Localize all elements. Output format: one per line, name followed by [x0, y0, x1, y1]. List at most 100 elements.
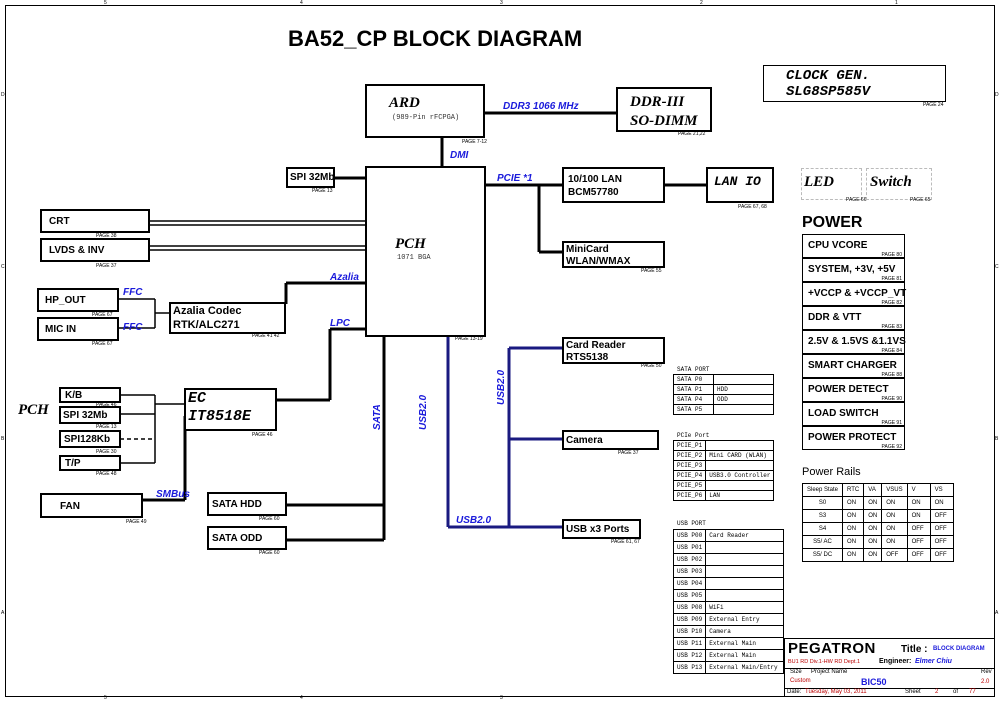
zone-row-d: D — [1, 92, 5, 98]
keyboard-page: PAGE 46 — [96, 402, 117, 408]
mic-in-box: MIC IN — [37, 317, 119, 341]
fan-label: FAN — [60, 501, 80, 512]
title-value: BLOCK DIAGRAM — [933, 646, 985, 652]
usb-ports-label: USB x3 Ports — [566, 524, 630, 535]
ec-spi-flash-label: SPI 32Mb — [63, 410, 108, 421]
crt-label: CRT — [49, 216, 70, 227]
power-heading: POWER — [802, 214, 863, 231]
switch-label: Switch — [870, 174, 912, 190]
clock-gen-line1: CLOCK GEN. — [786, 68, 871, 84]
mic-in-label: MIC IN — [45, 324, 77, 335]
project-label: Project Name — [811, 669, 848, 675]
engineer-value: Elmer Chiu — [915, 658, 952, 665]
sata-hdd-page: PAGE 60 — [259, 516, 280, 522]
minicard-line1: MiniCard — [566, 244, 609, 255]
title-block: PEGATRON Title : BLOCK DIAGRAM BU1 RD Di… — [784, 638, 995, 697]
crt-box: CRT — [40, 209, 150, 233]
table-row: USB P03 — [672, 565, 784, 578]
engineer-label: Engineer: — [879, 658, 912, 665]
cpu-ard-name: ARD — [389, 95, 420, 111]
card-reader-page: PAGE 50 — [641, 363, 662, 369]
table-row: PCIE_P5 — [672, 480, 775, 491]
hp-out-page: PAGE 67 — [92, 312, 113, 318]
zone-row-b: B — [1, 436, 5, 442]
zone-col-1: 1 — [895, 0, 898, 6]
led-label: LED — [804, 174, 834, 190]
camera-box: Camera — [562, 430, 659, 450]
zone-col-4-bottom: 4 — [300, 695, 303, 701]
table-row: SATA P0 — [673, 374, 774, 385]
ec-box: EC IT8518E — [184, 388, 277, 431]
ec-line1: EC — [188, 390, 207, 407]
zone-row-c: C — [1, 264, 5, 270]
spi-flash-label: SPI 32Mb — [290, 172, 335, 183]
sata-hdd-label: SATA HDD — [212, 499, 262, 510]
ddr-sodimm-box: DDR-III SO-DIMM — [616, 87, 712, 132]
pch-side-label: PCH — [18, 402, 49, 418]
dept-line: BU1 RD Div.1-HW RD Dept.1 — [788, 659, 861, 665]
sata-hdd-box: SATA HDD — [207, 492, 287, 516]
ec-page: PAGE 46 — [252, 432, 273, 438]
sheet-frame — [5, 5, 995, 697]
bus-usb-horizontal: USB2.0 — [456, 515, 492, 526]
table-row: PCIE_P3 — [672, 460, 775, 471]
bus-smbus-label: SMBus — [156, 489, 190, 500]
clock-gen-page: PAGE 24 — [923, 102, 944, 108]
pch-box: PCH 1071 BGA — [365, 166, 486, 337]
lvds-page: PAGE 37 — [96, 263, 117, 269]
minicard-box: MiniCard WLAN/WMAX — [562, 241, 665, 268]
keyboard-box: K/B — [59, 387, 121, 403]
lan-io-label: LAN IO — [714, 174, 761, 189]
touchpad-label: T/P — [65, 458, 81, 469]
pcie-port-heading: PCIe Port — [677, 432, 710, 439]
spi128-page: PAGE 30 — [96, 449, 117, 455]
bus-ffc-label-1: FFC — [123, 287, 143, 298]
usb-port-heading: USB PORT — [677, 520, 706, 527]
diagram-title: BA52_CP BLOCK DIAGRAM — [288, 26, 583, 51]
table-row: USB P04 — [672, 577, 784, 590]
zone-col-4: 4 — [300, 0, 303, 6]
pch-page: PAGE 13-19 — [455, 336, 483, 342]
lan-line1: 10/100 LAN — [568, 174, 622, 185]
zone-col-2: 2 — [700, 0, 703, 6]
bus-pcie-label: PCIE *1 — [497, 173, 533, 184]
cpu-ard-box: ARD (989-Pin rFCPGA) — [365, 84, 485, 138]
zone-col-5-bottom: 5 — [104, 695, 107, 701]
cpu-ard-page: PAGE 7-12 — [462, 139, 487, 145]
minicard-page: PAGE 55 — [641, 268, 662, 274]
power-rails-heading: Power Rails — [802, 466, 861, 478]
spi128-box: SPI128Kb — [59, 430, 121, 448]
zone-row-b-right: B — [995, 436, 999, 442]
fan-page: PAGE 49 — [126, 519, 147, 525]
camera-label: Camera — [566, 435, 603, 446]
bus-azalia-label: Azalia — [330, 272, 359, 283]
camera-page: PAGE 37 — [618, 450, 639, 456]
zone-row-a: A — [1, 610, 5, 616]
sata-odd-label: SATA ODD — [212, 533, 263, 544]
hp-out-label: HP_OUT — [45, 295, 86, 306]
size-value: Custom — [790, 678, 811, 684]
table-row: USB P01 — [672, 541, 784, 554]
bus-lpc-label: LPC — [330, 318, 350, 329]
